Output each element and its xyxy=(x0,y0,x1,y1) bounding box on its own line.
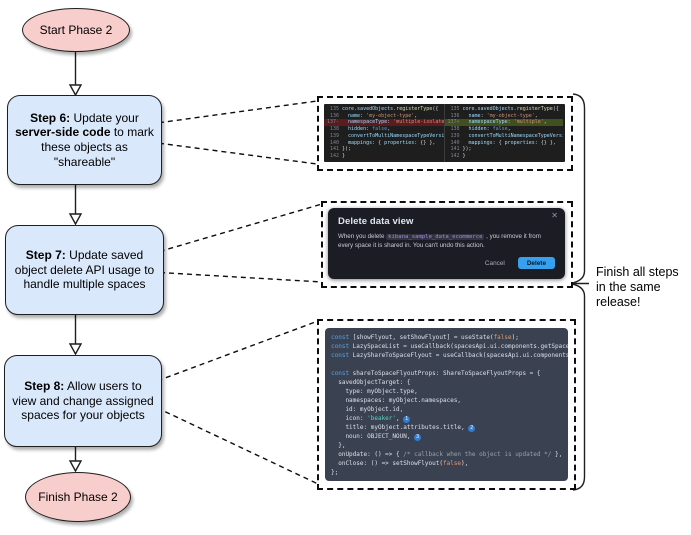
step7-label: Step 7: Update saved object delete API u… xyxy=(14,248,155,292)
finish-node: Finish Phase 2 xyxy=(25,472,131,522)
step6-node: Step 6: Update your server-side code to … xyxy=(7,95,162,185)
code-line: type: myObject.type, xyxy=(331,388,418,395)
delete-data-view-modal: Delete data view ✕ When you delete kiban… xyxy=(328,208,565,279)
code-line: namespaces: myObject.namespaces, xyxy=(331,397,462,404)
step8-node: Step 8: Allow users to view and change a… xyxy=(4,355,162,447)
modal-body-text: When you delete kibana_sample_data_ecomm… xyxy=(338,233,541,249)
callout-line-step6-top xyxy=(149,100,318,125)
code-line: 140 mappings: { properties: {} }, xyxy=(450,139,556,146)
index-name-code-badge: kibana_sample_data_ecommerce xyxy=(386,234,485,240)
cancel-button: Cancel xyxy=(484,259,505,267)
code-line: 139 convertToMultiNamespaceTypeVersion: … xyxy=(329,132,444,139)
modal-footer: Cancel Delete xyxy=(338,257,555,270)
code-line: 142} xyxy=(450,152,466,159)
step8-label: Step 8: Allow users to view and change a… xyxy=(12,379,154,423)
arrowhead-icon xyxy=(68,343,83,356)
release-note: Finish all steps in the same release! xyxy=(596,265,679,309)
code-line: 137+ namespaceType: 'multiple', xyxy=(444,119,563,127)
zoom-callout-lines xyxy=(148,100,323,485)
code-line: const LazyShareToSpaceFlyout = useCallba… xyxy=(331,352,568,359)
code-line: id: myObject.id, xyxy=(331,406,404,413)
callout-line-step8-bottom xyxy=(148,403,319,485)
code-line xyxy=(331,360,568,369)
code-line: 141}); xyxy=(450,146,472,153)
code-line: 137- namespaceType: 'multiple-isolated', xyxy=(324,119,444,127)
flyout-code-block: const [showFlyout, setShowFlyout] = useS… xyxy=(325,328,568,481)
callout-line-step6-bottom xyxy=(149,141,318,165)
code-line: icon: 'beaker', 1 xyxy=(331,414,568,423)
code-line: noun: OBJECT_NOUN, 3 xyxy=(331,432,568,441)
callout-line-step7-top xyxy=(150,203,323,255)
code-line: 138 hidden: false, xyxy=(329,126,391,133)
callout-line-step8-top xyxy=(148,320,319,385)
modal-screenshot-frame: Delete data view ✕ When you delete kiban… xyxy=(321,201,573,288)
code-line: 142} xyxy=(329,152,346,159)
code-line: const shareToSpaceFlyoutProps: ShareToSp… xyxy=(331,370,541,377)
code-line: 136 name: 'my-object-type', xyxy=(450,112,538,119)
code-line: }, xyxy=(331,442,346,449)
code-line: 136 name: 'my-object-type', xyxy=(329,112,418,119)
close-icon: ✕ xyxy=(551,211,558,220)
start-label: Start Phase 2 xyxy=(39,22,113,37)
code-line: title: myObject.attributes.title, 2 xyxy=(331,423,568,432)
step6-label: Step 6: Update your server-side code to … xyxy=(15,110,154,169)
code-line: onUpdate: () => { /* callback when the o… xyxy=(331,451,563,458)
step7-node: Step 7: Update saved object delete API u… xyxy=(5,225,164,315)
flyout-screenshot-frame: const [showFlyout, setShowFlyout] = useS… xyxy=(317,319,576,490)
code-line: 140 mappings: { properties: {} }, xyxy=(329,139,436,146)
callout-line-step7-bottom xyxy=(150,271,323,283)
modal-title: Delete data view xyxy=(338,216,414,227)
finish-label: Finish Phase 2 xyxy=(38,489,118,504)
delete-button: Delete xyxy=(517,257,555,270)
code-line: 139 convertToMultiNamespaceTypeVersion: … xyxy=(450,132,563,139)
code-line: }; xyxy=(331,469,339,476)
code-line: 138 hidden: false, xyxy=(450,126,511,133)
arrowhead-icon xyxy=(68,84,83,97)
code-line: 141}); xyxy=(329,146,352,153)
code-line: const [showFlyout, setShowFlyout] = useS… xyxy=(331,334,519,341)
code-line: onClose: () => setShowFlyout(false), xyxy=(331,460,469,467)
arrowhead-icon xyxy=(68,460,83,473)
code-line: const LazySpaceList = useCallback(spaces… xyxy=(331,343,568,350)
arrowhead-icon xyxy=(68,213,83,226)
start-node: Start Phase 2 xyxy=(22,8,130,52)
code-line: savedObjectTarget: { xyxy=(331,379,411,386)
